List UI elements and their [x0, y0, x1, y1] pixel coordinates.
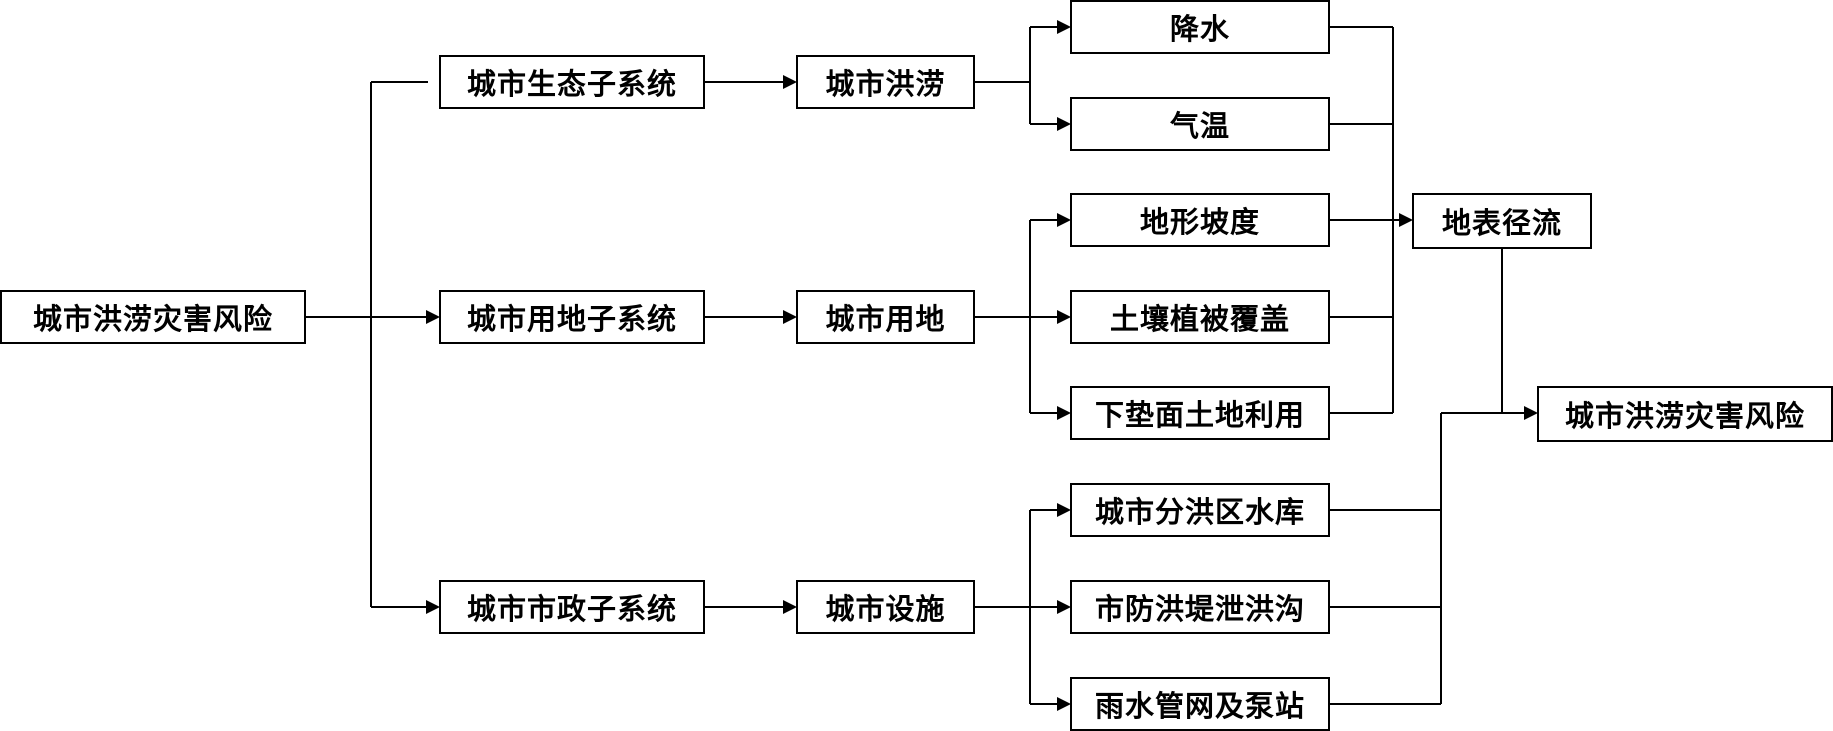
- result-risk-node: 城市洪涝灾害风险: [1537, 386, 1833, 442]
- urban-landuse-node: 城市用地: [796, 290, 975, 344]
- root-node: 城市洪涝灾害风险: [0, 290, 306, 344]
- municipal-subsystem-node: 城市市政子系统: [439, 580, 705, 634]
- slope-node: 地形坡度: [1070, 193, 1330, 247]
- ecology-subsystem-node: 城市生态子系统: [439, 55, 705, 109]
- surface-runoff-node: 地表径流: [1412, 193, 1592, 249]
- surface-landuse-node: 下垫面土地利用: [1070, 386, 1330, 440]
- drainage-pump-node: 雨水管网及泵站: [1070, 677, 1330, 731]
- urban-facility-node: 城市设施: [796, 580, 975, 634]
- soil-vegetation-node: 土壤植被覆盖: [1070, 290, 1330, 344]
- temperature-node: 气温: [1070, 97, 1330, 151]
- precipitation-node: 降水: [1070, 0, 1330, 54]
- urban-flood-node: 城市洪涝: [796, 55, 975, 109]
- levee-ditch-node: 市防洪堤泄洪沟: [1070, 580, 1330, 634]
- flood-reservoir-node: 城市分洪区水库: [1070, 483, 1330, 537]
- landuse-subsystem-node: 城市用地子系统: [439, 290, 705, 344]
